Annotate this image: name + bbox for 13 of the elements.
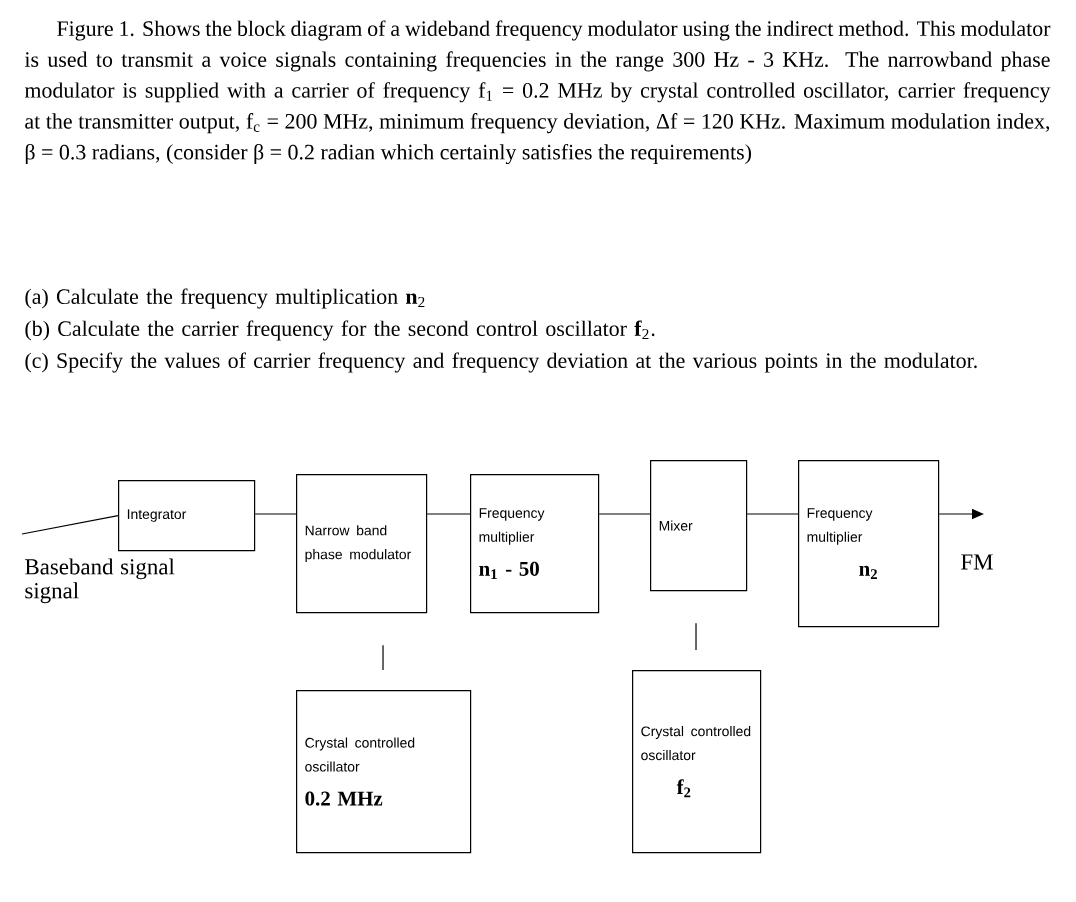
connector-line [426,513,471,515]
question-text: (c) Specify the values of carrier frequency and frequency deviation at the various points in the modulator. [25,352,977,373]
connector-line [382,644,384,671]
input-label: Baseband signal signal [25,558,175,604]
output-label: FM [961,554,993,570]
question-text: (a) Calculate the frequency multiplication n$_{2}$ [25,288,425,309]
connector-line [695,622,697,651]
connector-line [21,515,119,535]
connector-line [254,513,297,515]
question-text: (b) Calculate the carrier frequency for the second control oscillator f$_{2}$. [25,320,655,341]
connector-line [598,513,651,515]
problem-text: Figure 1. Shows the block diagram of a wideband frequency modulator using the indirect method. This modulator is used to transmit a voice signals containing frequencies in the range 300 Hz - 3 KHz. The narrowband phase modulator is supplied with a carrier of frequency f$_{1}$ = 0.2 MHz by crystal controlled oscillator, carrier frequency at the transmitter output, f$_{c}$ = 200 MHz, minimum frequency deviation, Δf = 120 KHz. Maximum modulation index, β = 0.3 radians, (consider β = 0.2 radian which certainly satisfies the requirements) [24,20,1051,165]
connector-line [746,513,799,515]
